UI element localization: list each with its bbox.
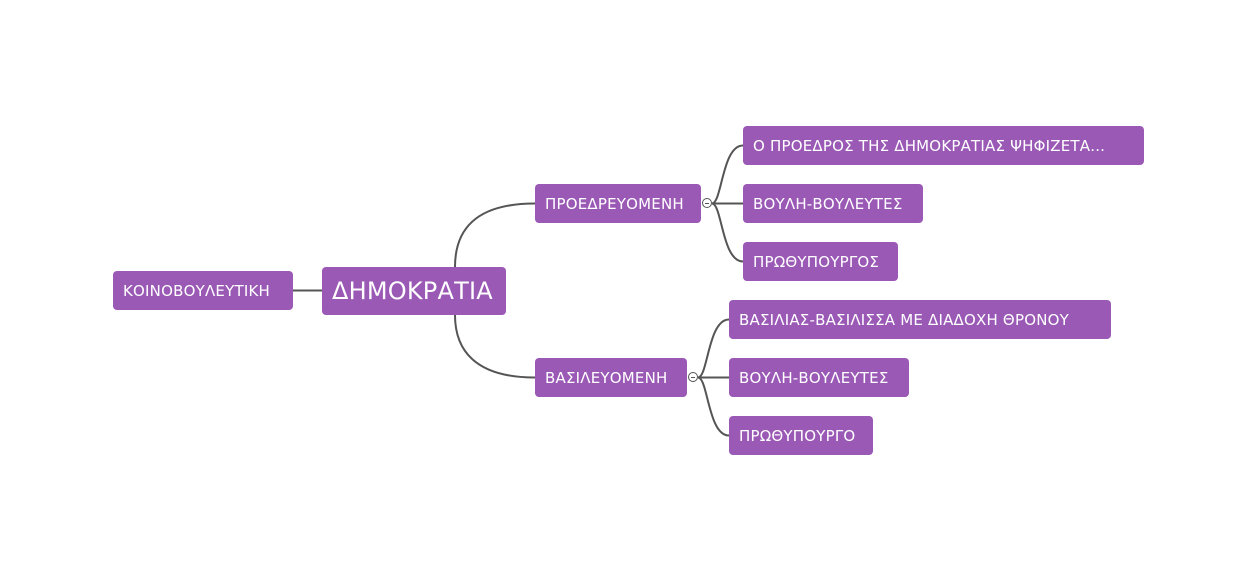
connector-central-to-branch-2 (454, 314, 536, 379)
connector-central-to-branch-1 (454, 202, 536, 268)
subtopic-label: ΒΟΥΛΗ-ΒΟΥΛΕΥΤΕΣ (739, 368, 889, 387)
branch-label: ΠΡΟΕΔΡΕΥΟΜΕΝΗ (545, 194, 684, 213)
subtopic-label: ΠΡΩΘΥΠΟΥΡΓΟ (739, 426, 856, 445)
subtopic-label: ΒΟΥΛΗ-ΒΟΥΛΕΥΤΕΣ (753, 194, 903, 213)
collapse-branch-presidential-icon[interactable] (702, 198, 712, 208)
subtopic-node[interactable]: Ο ΠΡΟΕΔΡΟΣ ΤΗΣ ΔΗΜΟΚΡΑΤΙΑΣ ΨΗΦΙΖΕΤΑ... (743, 126, 1144, 165)
connector-branch-1-to-child-3 (711, 202, 744, 263)
branch-node-presidential[interactable]: ΠΡΟΕΔΡΕΥΟΜΕΝΗ (535, 184, 701, 223)
subtopic-node[interactable]: ΒΟΥΛΗ-ΒΟΥΛΕΥΤΕΣ (743, 184, 923, 223)
connector-branch-1-to-child-1 (711, 144, 744, 205)
branch-node-monarchy[interactable]: ΒΑΣΙΛΕΥΟΜΕΝΗ (535, 358, 687, 397)
subtopic-label: Ο ΠΡΟΕΔΡΟΣ ΤΗΣ ΔΗΜΟΚΡΑΤΙΑΣ ΨΗΦΙΖΕΤΑ... (753, 136, 1106, 155)
subtopic-node[interactable]: ΒΟΥΛΗ-ΒΟΥΛΕΥΤΕΣ (729, 358, 909, 397)
subtopic-node[interactable]: ΠΡΩΘΥΠΟΥΡΓΟΣ (743, 242, 898, 281)
collapse-branch-monarchy-icon[interactable] (688, 372, 698, 382)
floating-topic-node[interactable]: ΚΟΙΝΟΒΟΥΛΕΥΤΙΚΗ (113, 271, 293, 310)
central-topic-label: ΔΗΜΟΚΡΑΤΙΑ (332, 277, 493, 305)
connector-branch-2-to-child-3 (697, 376, 730, 437)
subtopic-node[interactable]: ΠΡΩΘΥΠΟΥΡΓΟ (729, 416, 873, 455)
connector-branch-2-to-child-1 (697, 318, 730, 379)
subtopic-label: ΒΑΣΙΛΙΑΣ-ΒΑΣΙΛΙΣΣΑ ΜΕ ΔΙΑΔΟΧΗ ΘΡΟΝΟΥ (739, 310, 1069, 329)
subtopic-label: ΠΡΩΘΥΠΟΥΡΓΟΣ (753, 252, 880, 271)
central-topic-node[interactable]: ΔΗΜΟΚΡΑΤΙΑ (322, 267, 506, 315)
floating-topic-label: ΚΟΙΝΟΒΟΥΛΕΥΤΙΚΗ (123, 281, 270, 300)
branch-label: ΒΑΣΙΛΕΥΟΜΕΝΗ (545, 368, 668, 387)
subtopic-node[interactable]: ΒΑΣΙΛΙΑΣ-ΒΑΣΙΛΙΣΣΑ ΜΕ ΔΙΑΔΟΧΗ ΘΡΟΝΟΥ (729, 300, 1111, 339)
